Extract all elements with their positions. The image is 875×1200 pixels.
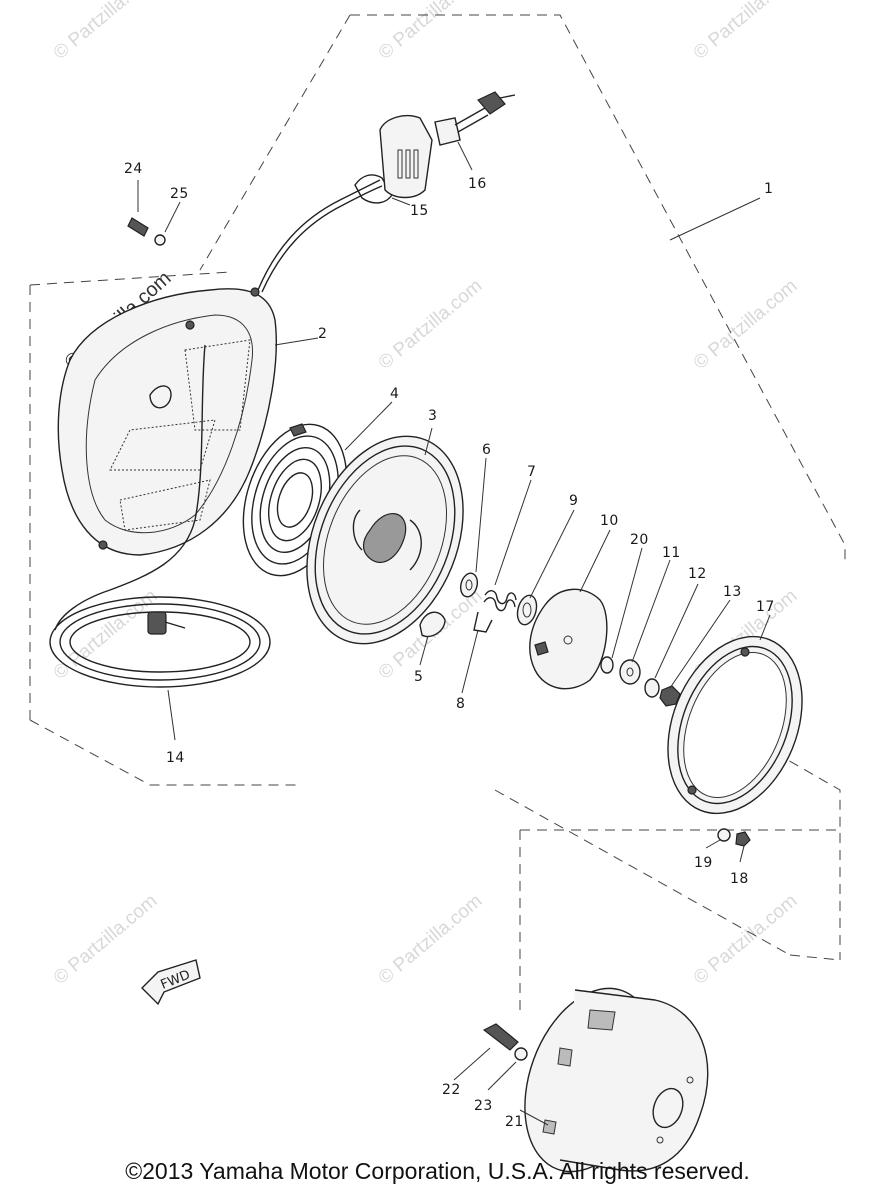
callout-23: 23 [474, 1098, 493, 1114]
watermark: © Partzilla.com [690, 890, 802, 988]
generator-housing [524, 987, 709, 1173]
starter-case [57, 287, 277, 556]
watermark: © Partzilla.com [50, 890, 162, 988]
cover-ring [667, 635, 803, 815]
bolts-18-19 [717, 828, 751, 847]
washers-nut [600, 656, 681, 707]
copyright-notice: ©2013 Yamaha Motor Corporation, U.S.A. A… [125, 1158, 750, 1184]
callout-22: 22 [442, 1082, 461, 1098]
callout-18: 18 [730, 871, 749, 887]
fwd-arrow: FWD [141, 959, 201, 1006]
callout-9: 9 [569, 493, 578, 509]
callout-7: 7 [527, 464, 536, 480]
callout-12: 12 [688, 566, 707, 582]
bolts-24-25 [127, 217, 166, 246]
pulley-reel [306, 435, 464, 645]
starter-cable [49, 179, 383, 688]
callout-4: 4 [390, 386, 399, 402]
callout-17: 17 [756, 599, 775, 615]
watermark: © Partzilla.com [690, 0, 802, 64]
watermark: © Partzilla.com [375, 275, 487, 373]
callout-16: 16 [468, 176, 487, 192]
bolts-22-23 [482, 1023, 528, 1061]
watermark: © Partzilla.com [375, 0, 487, 64]
callout-24: 24 [124, 161, 143, 177]
callout-2: 2 [318, 326, 327, 342]
callout-13: 13 [723, 584, 742, 600]
watermark: © Partzilla.com [50, 585, 162, 683]
callout-20: 20 [630, 532, 649, 548]
assembly-boundary [29, 14, 846, 1010]
small-parts [459, 572, 538, 633]
callout-3: 3 [428, 408, 437, 424]
watermark: © Partzilla.com [375, 890, 487, 988]
callout-10: 10 [600, 513, 619, 529]
callout-14: 14 [166, 750, 185, 766]
friction-plate [529, 588, 608, 690]
callout-1: 1 [764, 181, 773, 197]
callout-15: 15 [410, 203, 429, 219]
leader-lines [137, 141, 771, 1126]
callouts: 1 2 3 4 5 6 7 8 9 10 20 11 12 13 17 14 1… [124, 161, 775, 1130]
handle-assembly [354, 91, 516, 204]
callout-11: 11 [662, 545, 681, 561]
callout-6: 6 [482, 442, 491, 458]
watermark: © Partzilla.com [50, 0, 162, 64]
callout-5: 5 [414, 669, 423, 685]
pawl [419, 611, 446, 638]
callout-8: 8 [456, 696, 465, 712]
callout-25: 25 [170, 186, 189, 202]
callout-19: 19 [694, 855, 713, 871]
callout-21: 21 [505, 1114, 524, 1130]
